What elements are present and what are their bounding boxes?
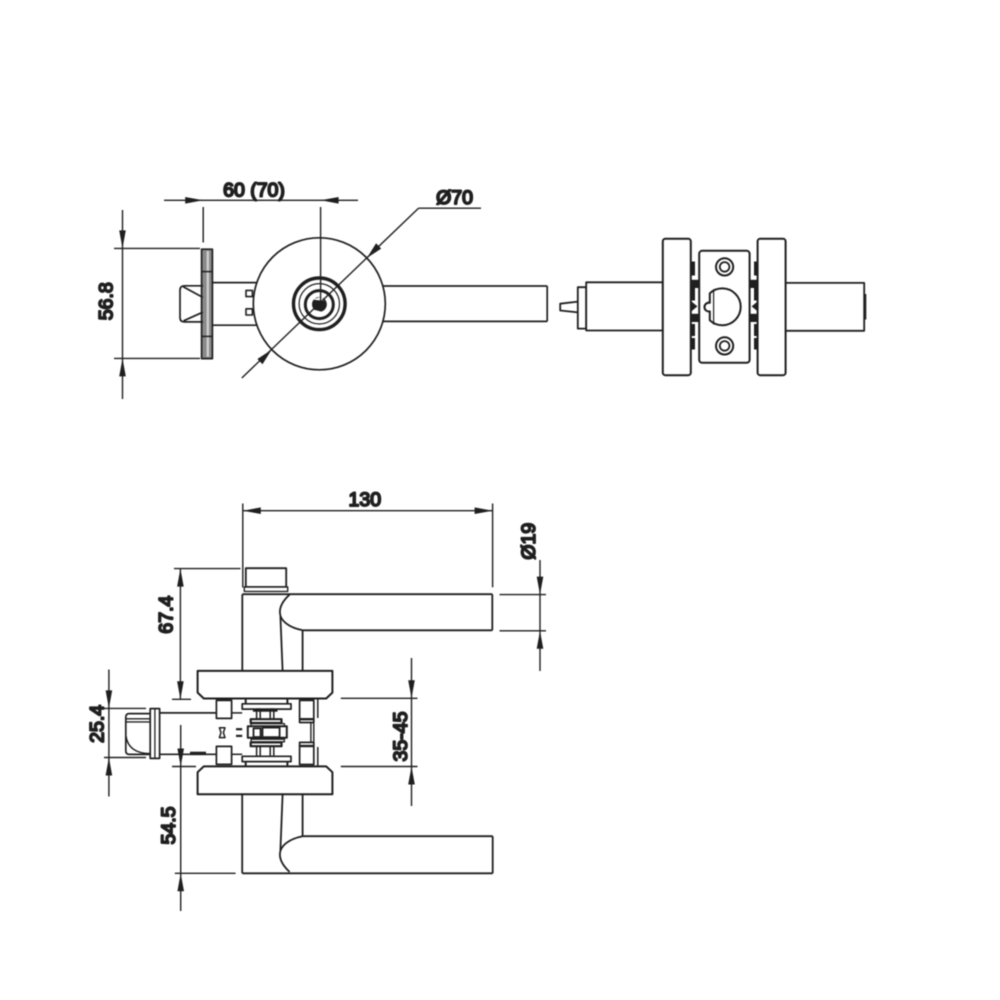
svg-text:Ø70: Ø70 bbox=[436, 187, 473, 209]
svg-text:60 (70): 60 (70) bbox=[223, 179, 285, 201]
svg-text:54.5: 54.5 bbox=[158, 806, 180, 844]
svg-text:Ø19: Ø19 bbox=[518, 523, 540, 560]
svg-text:67.4: 67.4 bbox=[156, 595, 178, 633]
svg-text:56.8: 56.8 bbox=[96, 282, 118, 320]
svg-text:35-45: 35-45 bbox=[390, 711, 412, 761]
svg-text:130: 130 bbox=[349, 489, 382, 511]
svg-text:25.4: 25.4 bbox=[86, 705, 108, 743]
